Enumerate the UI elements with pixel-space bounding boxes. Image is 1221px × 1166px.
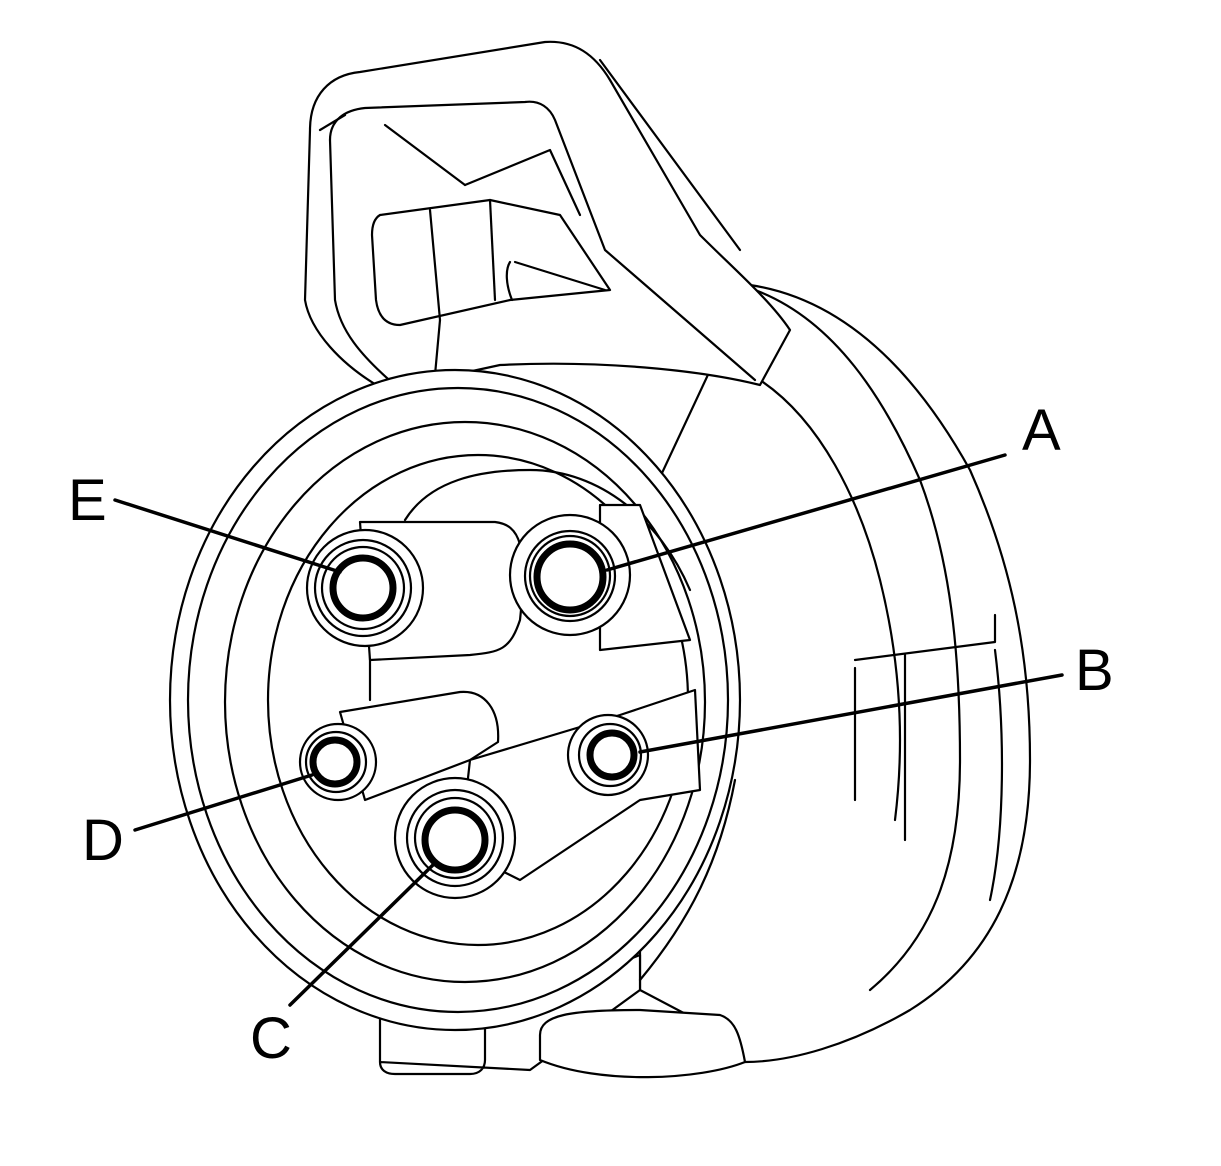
leader-line-D <box>133 773 314 832</box>
pin-label-A: A <box>1022 398 1061 463</box>
leader-line-C <box>288 860 438 1007</box>
socket-A <box>508 513 632 637</box>
pin-label-D: D <box>82 808 124 873</box>
socket-B <box>566 713 650 797</box>
locking-latch <box>303 40 792 392</box>
leader-line-B <box>638 673 1064 754</box>
pin-label-E: E <box>68 468 107 533</box>
pin-label-C: C <box>250 1006 292 1071</box>
leader-line-A <box>605 453 1007 572</box>
socket-D <box>298 722 378 802</box>
pin-label-B: B <box>1075 638 1114 703</box>
housing-body <box>638 283 1032 1064</box>
socket-E <box>305 528 425 648</box>
socket-C <box>393 776 517 900</box>
leader-line-E <box>113 498 342 574</box>
